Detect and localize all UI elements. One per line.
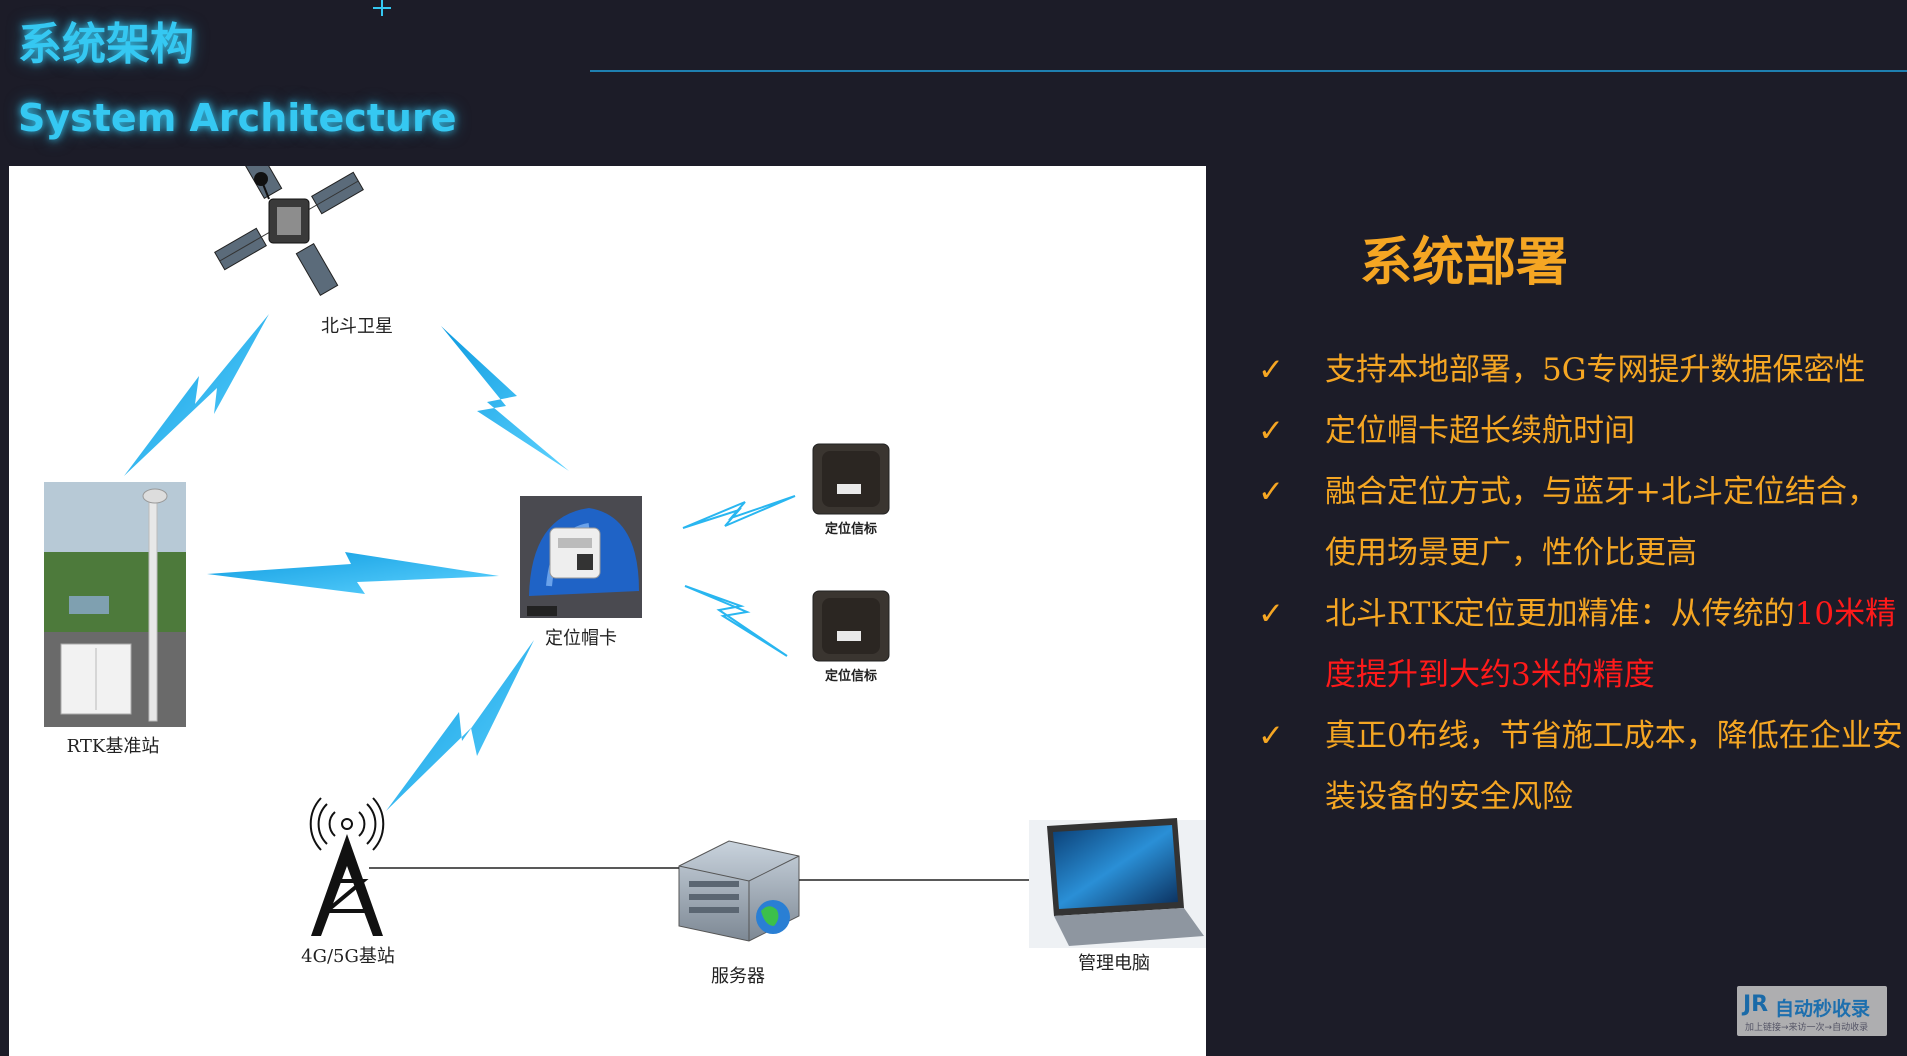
satellite-label: 北斗卫星	[321, 316, 393, 337]
beacon-label-2: 定位信标	[824, 669, 878, 684]
feature-item: ✓ 支持本地部署，5G专网提升数据保密性	[1258, 340, 1907, 401]
bolt-tower-helmet	[386, 640, 534, 811]
rtk-station-label: RTK基准站	[66, 736, 160, 757]
watermark-badge: JR 自动秒收录 加上链接→来访一次→自动收录	[1737, 986, 1887, 1036]
management-pc-label: 管理电脑	[1078, 953, 1150, 974]
check-icon: ✓	[1258, 718, 1284, 754]
page-title-cn: 系统架构	[18, 19, 194, 70]
helmet-card-image	[520, 496, 642, 618]
beacon-icon-1	[812, 443, 890, 515]
feature-text: 真正0布线，节省施工成本，降低在企业安装设备的安全风险	[1325, 718, 1903, 815]
feature-text: 北斗RTK定位更加精准：从传统的	[1325, 596, 1795, 632]
architecture-diagram: 北斗卫星 RTK基准站 定位帽卡 定位信标 定位信标 4G/5G基站 服务器 管…	[9, 166, 1206, 1056]
check-icon: ✓	[1258, 596, 1284, 632]
base-station-label: 4G/5G基站	[301, 946, 395, 967]
beacon-icon-2	[812, 590, 890, 662]
check-icon: ✓	[1258, 413, 1284, 449]
bolt-rtk-helmet	[207, 552, 499, 594]
check-icon: ✓	[1258, 352, 1284, 388]
bolt-helmet-beacon1	[682, 495, 796, 529]
feature-item: ✓ 北斗RTK定位更加精准：从传统的10米精度提升到大约3米的精度	[1258, 584, 1907, 706]
page-title-en: System Architecture	[18, 96, 457, 140]
feature-list: ✓ 支持本地部署，5G专网提升数据保密性 ✓ 定位帽卡超长续航时间 ✓ 融合定位…	[1258, 340, 1907, 828]
bolt-satellite-helmet	[441, 326, 569, 471]
panel-title: 系统部署	[1360, 233, 1569, 293]
header-divider	[590, 70, 1907, 72]
satellite-icon	[214, 166, 364, 296]
feature-highlight: 10米精度提升到大约3米的精度	[1325, 596, 1897, 693]
watermark-text: 自动秒收录	[1775, 998, 1871, 1020]
diagram-canvas	[44, 166, 1206, 948]
feature-text: 支持本地部署，5G专网提升数据保密性	[1325, 352, 1866, 388]
watermark-subtext: 加上链接→来访一次→自动收录	[1745, 1023, 1869, 1033]
server-label: 服务器	[711, 966, 765, 987]
decor-cross-bar	[373, 7, 391, 9]
bolt-helmet-beacon2	[684, 585, 788, 657]
beacon-label-1: 定位信标	[824, 522, 878, 537]
rtk-station-image	[44, 482, 186, 727]
watermark-logo: JR	[1743, 992, 1769, 1017]
feature-item: ✓ 定位帽卡超长续航时间	[1258, 401, 1907, 462]
feature-text: 定位帽卡超长续航时间	[1325, 413, 1635, 449]
cell-tower-icon	[309, 797, 385, 936]
laptop-icon	[1029, 818, 1206, 948]
feature-item: ✓ 真正0布线，节省施工成本，降低在企业安装设备的安全风险	[1258, 706, 1907, 828]
feature-item: ✓ 融合定位方式，与蓝牙+北斗定位结合，使用场景更广，性价比更高	[1258, 462, 1907, 584]
check-icon: ✓	[1258, 474, 1284, 510]
feature-text: 融合定位方式，与蓝牙+北斗定位结合，使用场景更广，性价比更高	[1325, 474, 1878, 571]
server-icon	[678, 840, 800, 942]
helmet-card-label: 定位帽卡	[545, 628, 617, 649]
bolt-rtk-satellite	[124, 314, 269, 476]
